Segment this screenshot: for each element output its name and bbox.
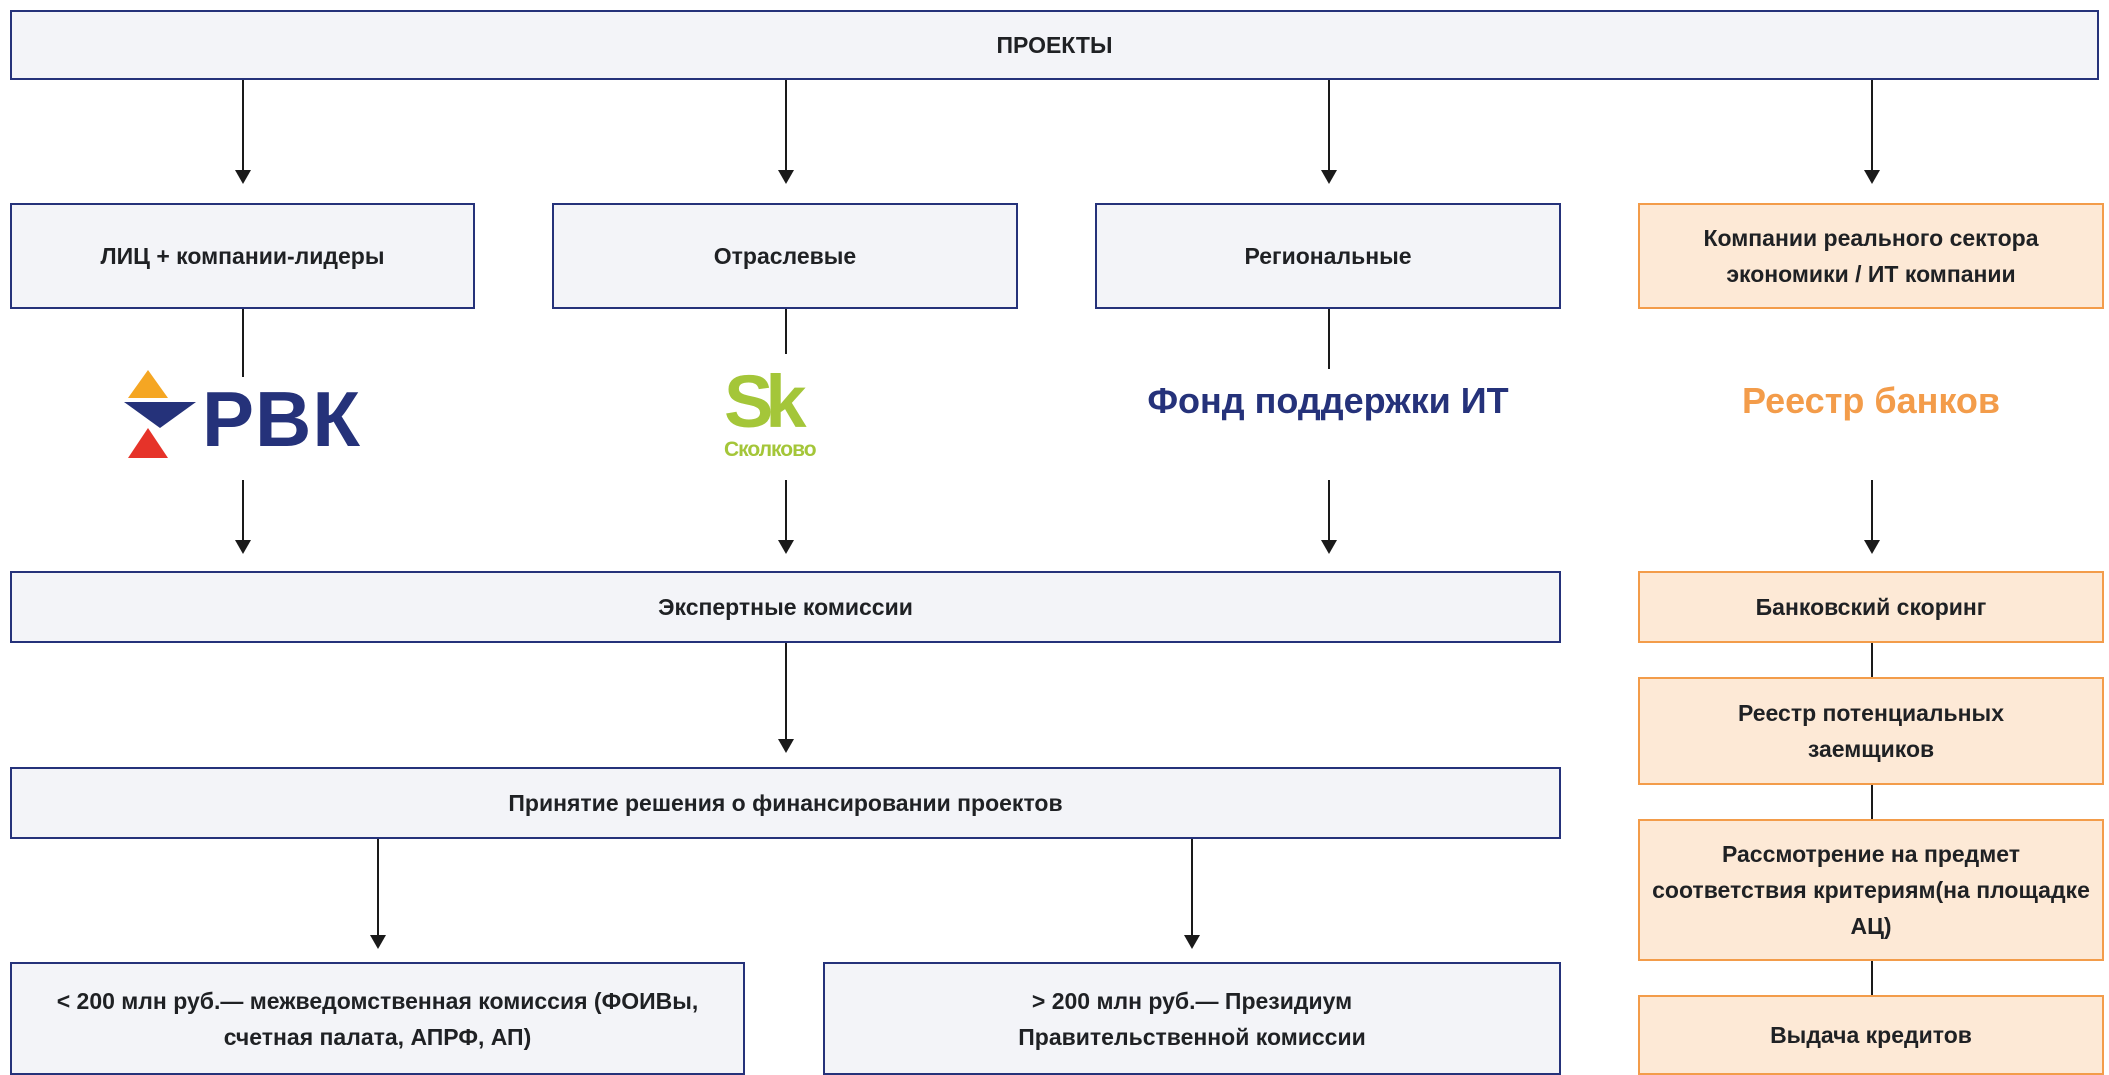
arrow-head	[778, 739, 794, 753]
loan-issuance-label: Выдача кредитов	[1770, 1022, 1972, 1048]
funding-decision-box: Принятие решения о финансировании проект…	[10, 767, 1561, 839]
criteria-review-label: Рассмотрение на предмет соответствия кри…	[1652, 841, 2090, 939]
skolkovo-logo-mark: Sk	[724, 360, 806, 443]
connector-line	[377, 839, 379, 937]
category-regional-label: Региональные	[1244, 243, 1412, 269]
connector-line	[1328, 80, 1330, 172]
arrow-head	[235, 540, 251, 554]
connector-line	[1328, 480, 1330, 542]
borrowers-registry-label: Реестр потенциальных заемщиков	[1737, 700, 2004, 762]
arrow-head	[1321, 170, 1337, 184]
loan-issuance-box: Выдача кредитов	[1638, 995, 2104, 1075]
arrow-head	[370, 935, 386, 949]
connector-line	[1871, 643, 1873, 677]
government-presidium-box: > 200 млн руб.— Президиум Правительствен…	[823, 962, 1561, 1075]
expert-commissions-box: Экспертные комиссии	[10, 571, 1561, 643]
arrow-head	[1321, 540, 1337, 554]
connector-line	[1328, 309, 1330, 369]
reestr-bankov-label: Реестр банков	[1742, 380, 2000, 421]
expert-commissions-title: Экспертные комиссии	[658, 594, 913, 620]
bank-scoring-label: Банковский скоринг	[1755, 594, 1987, 620]
arrow-head	[1864, 540, 1880, 554]
borrowers-registry-box: Реестр потенциальных заемщиков	[1638, 677, 2104, 785]
arrow-head	[778, 170, 794, 184]
fond-label: Фонд поддержки ИТ	[1147, 380, 1509, 421]
arrow-head	[235, 170, 251, 184]
category-real-sector-label: Компании реального сектора экономики / И…	[1703, 225, 2039, 287]
category-regional-box: Региональные	[1095, 203, 1561, 309]
category-lic-box: ЛИЦ + компании-лидеры	[10, 203, 475, 309]
connector-line	[785, 309, 787, 354]
skolkovo-logo-text: Сколково	[724, 438, 817, 461]
rvk-logo-mark-icon	[124, 370, 196, 458]
category-industry-box: Отраслевые	[552, 203, 1018, 309]
government-presidium-label: > 200 млн руб.— Президиум Правительствен…	[1018, 987, 1366, 1050]
projects-title: ПРОЕКТЫ	[996, 32, 1113, 58]
connector-line	[1871, 785, 1873, 819]
connector-line	[242, 480, 244, 542]
connector-line	[1871, 961, 1873, 995]
funding-decision-title: Принятие решения о финансировании проект…	[508, 790, 1063, 816]
connector-line	[785, 80, 787, 172]
rvk-logo-text: РВК	[202, 375, 361, 463]
projects-box: ПРОЕКТЫ	[10, 10, 2099, 80]
connector-line	[785, 643, 787, 741]
rvk-logo: РВК	[124, 366, 364, 466]
connector-line	[1871, 480, 1873, 542]
connector-line	[1191, 839, 1193, 937]
connector-line	[242, 309, 244, 377]
category-lic-label: ЛИЦ + компании-лидеры	[100, 243, 385, 269]
category-industry-label: Отраслевые	[713, 243, 857, 269]
arrow-head	[1864, 170, 1880, 184]
interagency-commission-box: < 200 млн руб.— межведомственная комисси…	[10, 962, 745, 1075]
criteria-review-box: Рассмотрение на предмет соответствия кри…	[1638, 819, 2104, 961]
connector-line	[242, 80, 244, 172]
category-real-sector-box: Компании реального сектора экономики / И…	[1638, 203, 2104, 309]
connector-line	[785, 480, 787, 542]
connector-line	[1871, 80, 1873, 172]
arrow-head	[1184, 935, 1200, 949]
bank-scoring-box: Банковский скоринг	[1638, 571, 2104, 643]
arrow-head	[778, 540, 794, 554]
skolkovo-logo: Sk Сколково	[720, 365, 860, 465]
interagency-commission-label: < 200 млн руб.— межведомственная комисси…	[56, 987, 699, 1050]
